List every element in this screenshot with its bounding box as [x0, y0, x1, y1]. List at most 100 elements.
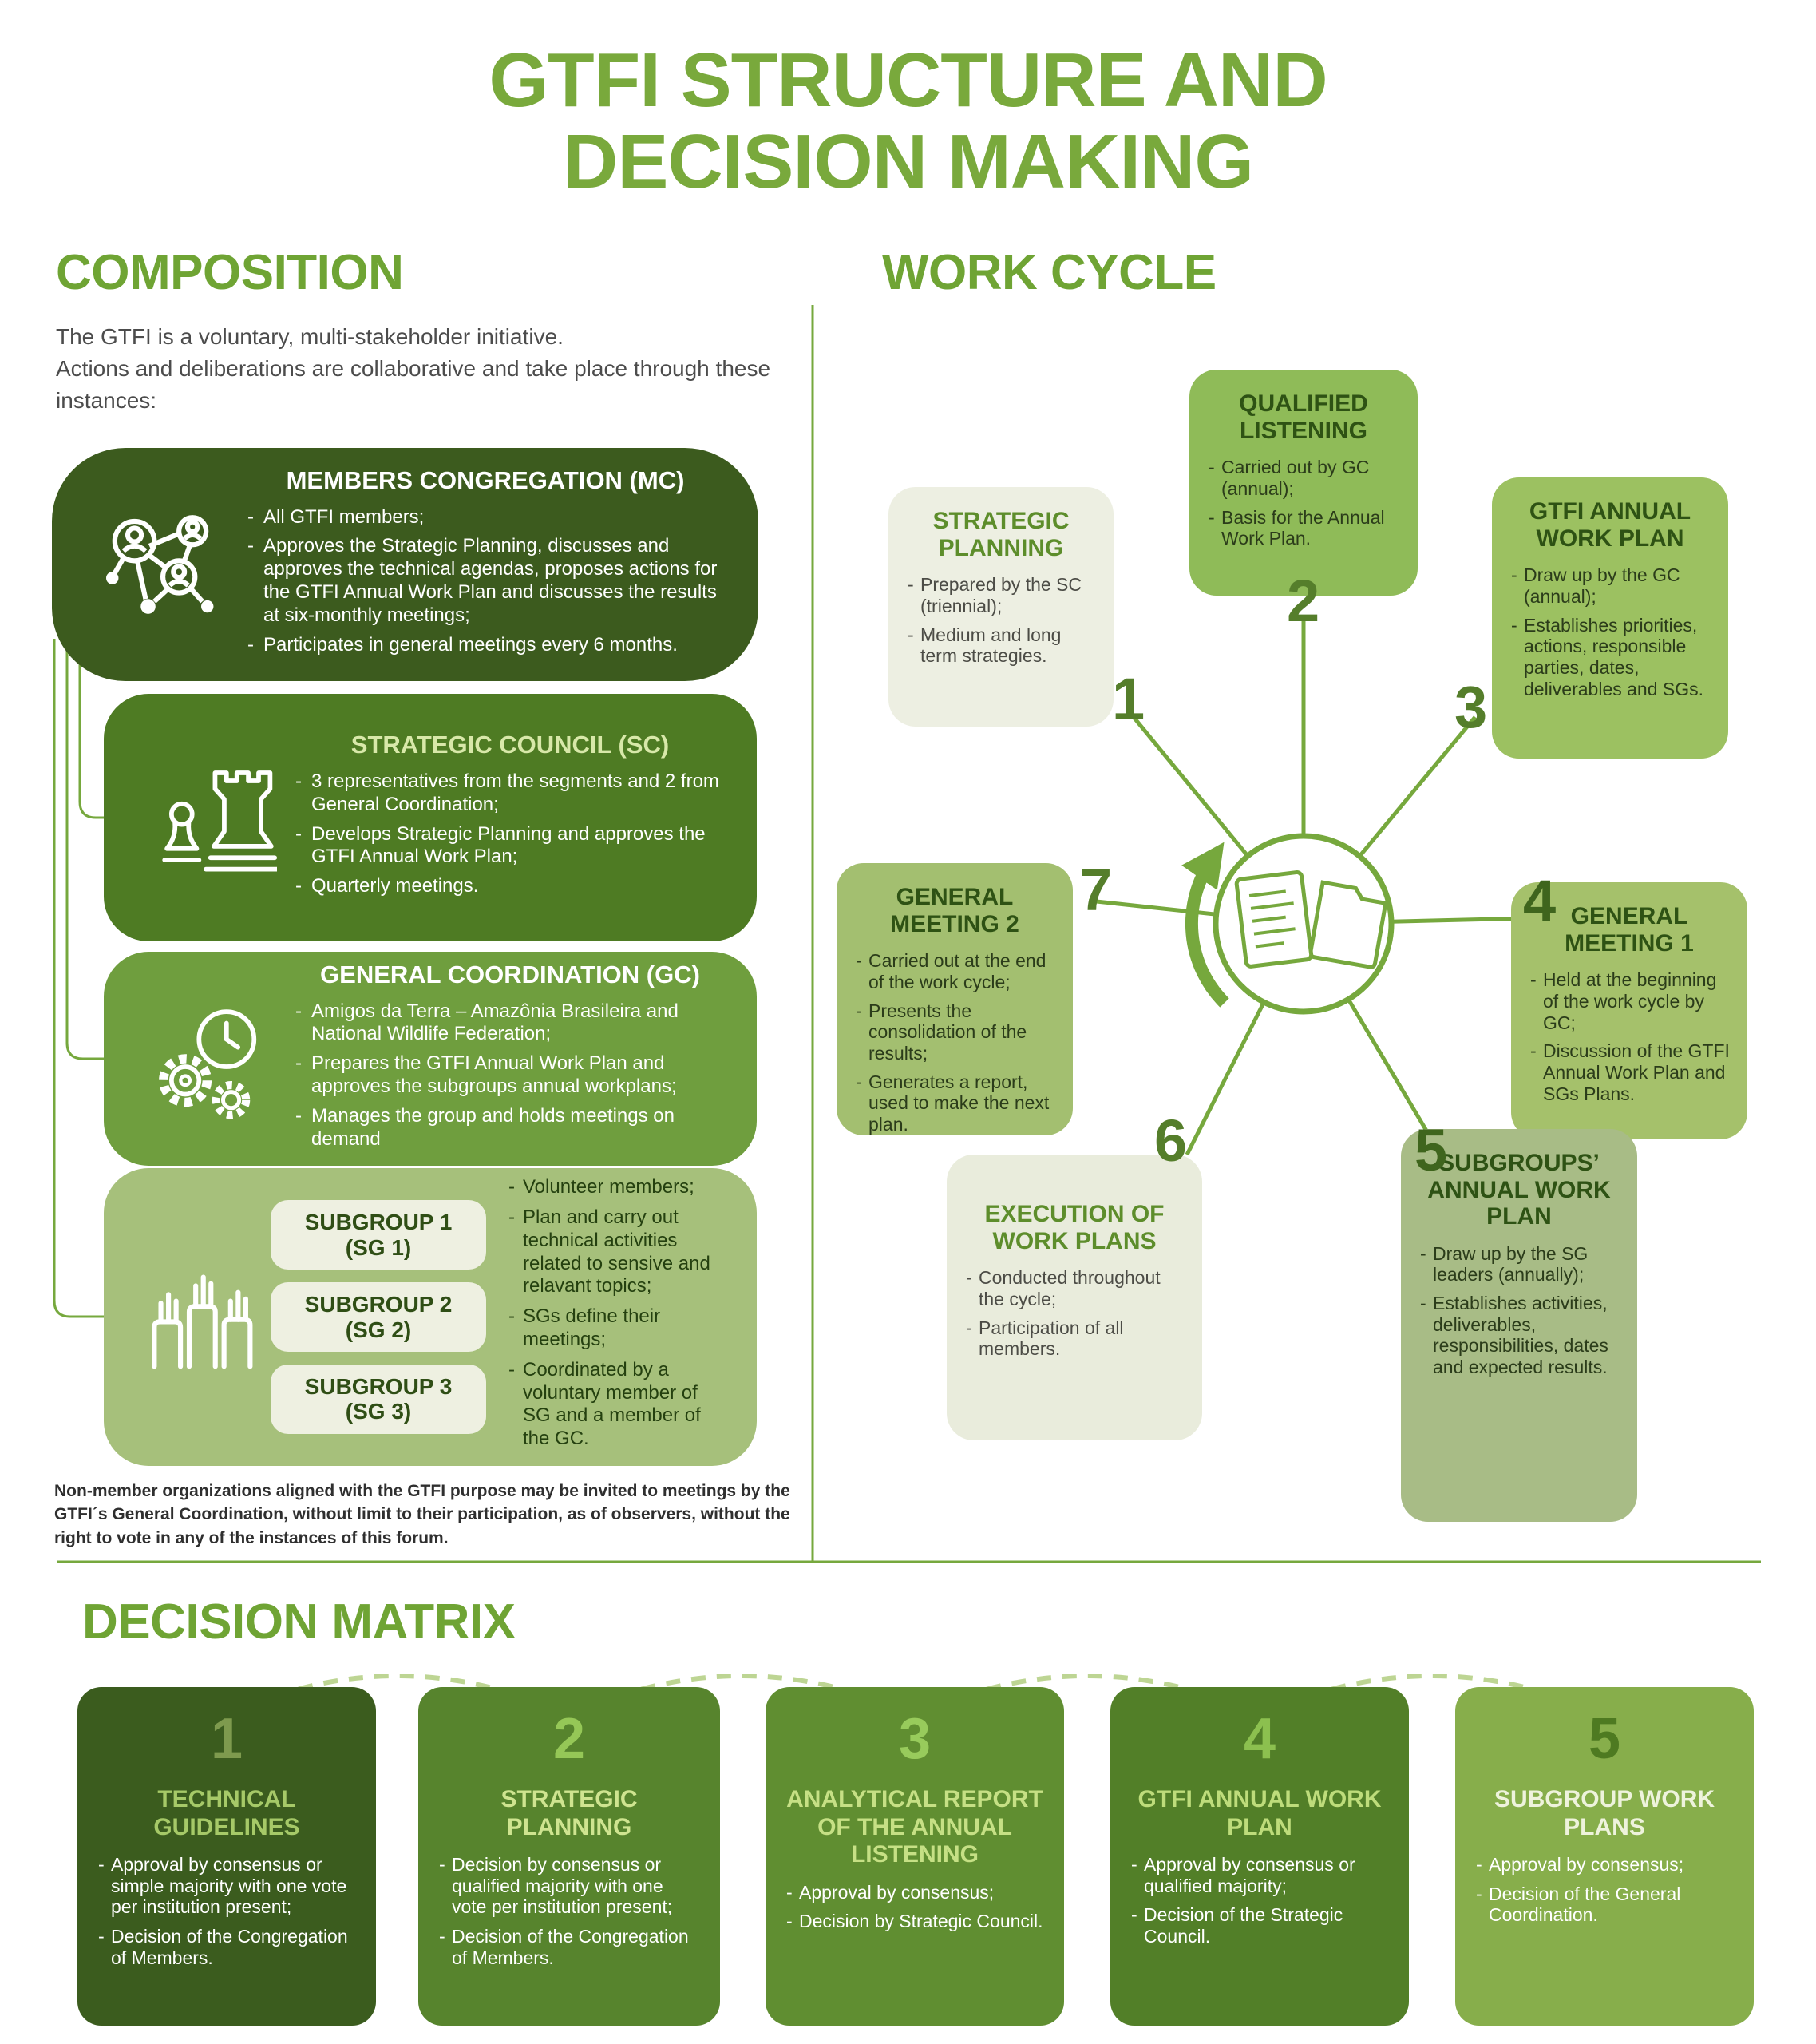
bullet-item: Generates a report, used to make the nex…: [854, 1072, 1055, 1135]
bullet-item: Draw up by the GC (annual);: [1509, 564, 1711, 607]
subgroups-bullets: Volunteer members; Plan and carry out te…: [508, 1176, 730, 1458]
card-number: 2: [552, 1707, 586, 1771]
step-title: GTFI ANNUAL WORK PLAN: [1529, 498, 1691, 552]
bullet-item: Carried out by GC (annual);: [1207, 457, 1400, 499]
decision-card-gtfi-annual-work-plan: 4 GTFI ANNUAL WORK PLAN Approval by cons…: [1110, 1687, 1409, 2026]
decision-matrix-heading: DECISION MATRIX: [82, 1594, 516, 1650]
general-coordination-title: GENERAL COORDINATION (GC): [320, 960, 700, 988]
network-people-icon: [74, 497, 246, 632]
gears-clock-icon: [134, 996, 294, 1122]
step-title: QUALIFIED LISTENING: [1239, 390, 1368, 444]
workcycle-step-general-meeting-1: GENERAL MEETING 1 Held at the beginning …: [1511, 882, 1747, 1139]
strategic-council-title: STRATEGIC COUNCIL (SC): [350, 731, 670, 759]
bullet-item: Carried out at the end of the work cycle…: [854, 950, 1055, 992]
composition-connectors: [53, 639, 107, 1318]
subgroup-pill-1-label: SUBGROUP 1: [304, 1210, 453, 1235]
members-congregation-title: MEMBERS CONGREGATION (MC): [286, 465, 685, 494]
step-title: GENERAL MEETING 2: [890, 884, 1019, 937]
subgroups-box: SUBGROUP 1 (SG 1) SUBGROUP 2 (SG 2) SUBG…: [104, 1168, 757, 1466]
bullet-item: Approval by consensus;: [1476, 1854, 1733, 1876]
step-bullets: Carried out by GC (annual); Basis for th…: [1207, 457, 1400, 549]
card-bullets: Approval by consensus; Decision by Strat…: [786, 1882, 1043, 1932]
bullet-item: Establishes activities, deliverables, re…: [1418, 1293, 1620, 1378]
bullet-item: Approval by consensus or simple majority…: [98, 1854, 355, 1918]
decision-card-analytical-report: 3 ANALYTICAL REPORT OF THE ANNUAL LISTEN…: [766, 1687, 1064, 2026]
page-title-line1: GTFI STRUCTURE AND: [489, 38, 1327, 123]
bullet-item: Decision by Strategic Council.: [786, 1911, 1043, 1932]
bullet-item: Plan and carry out technical activities …: [508, 1206, 730, 1298]
bullet-item: Participation of all members.: [964, 1317, 1185, 1360]
strategic-council-bullets: 3 representatives from the segments and …: [294, 770, 726, 898]
step-title: SUBGROUPS’ ANNUAL WORK PLAN: [1427, 1150, 1611, 1230]
step-bullets: Held at the beginning of the work cycle …: [1529, 969, 1730, 1104]
composition-intro: The GTFI is a voluntary, multi-stakehold…: [56, 321, 846, 416]
subgroup-pills: SUBGROUP 1 (SG 1) SUBGROUP 2 (SG 2) SUBG…: [271, 1200, 486, 1434]
workcycle-step-general-meeting-2: GENERAL MEETING 2 Carried out at the end…: [837, 863, 1073, 1135]
step-bullets: Draw up by the GC (annual); Establishes …: [1509, 564, 1711, 699]
bullet-item: Medium and long term strategies.: [906, 624, 1096, 667]
bullet-item: Decision of the Strategic Council.: [1131, 1904, 1388, 1947]
bullet-item: Approval by consensus;: [786, 1882, 1043, 1903]
step-bullets: Draw up by the SG leaders (annually); Es…: [1418, 1243, 1620, 1378]
strategic-council-box: STRATEGIC COUNCIL (SC) 3 representatives…: [104, 694, 757, 941]
members-congregation-box: MEMBERS CONGREGATION (MC) All GTFI membe…: [52, 448, 758, 681]
bullet-item: All GTFI members;: [246, 506, 725, 529]
subgroup-pill-1: SUBGROUP 1 (SG 1): [271, 1200, 486, 1270]
step-title: GENERAL MEETING 1: [1565, 903, 1694, 957]
general-coordination-bullets: Amigos da Terra – Amazônia Brasileira an…: [294, 1000, 726, 1151]
step-bullets: Carried out at the end of the work cycle…: [854, 950, 1055, 1135]
bullet-item: Develops Strategic Planning and approves…: [294, 823, 726, 869]
documents-folder-icon: [1234, 870, 1388, 969]
composition-heading: COMPOSITION: [56, 245, 404, 300]
subgroup-pill-2-label: SUBGROUP 2: [304, 1292, 453, 1317]
step-number-2: 2: [1287, 568, 1320, 634]
decision-card-subgroup-work-plans: 5 SUBGROUP WORK PLANS Approval by consen…: [1455, 1687, 1754, 2026]
bullet-item: SGs define their meetings;: [508, 1305, 730, 1352]
decision-card-technical-guidelines: 1 TECHNICAL GUIDELINES Approval by conse…: [77, 1687, 376, 2026]
bullet-item: Decision of the General Coordination.: [1476, 1884, 1733, 1926]
bullet-item: Conducted throughout the cycle;: [964, 1267, 1185, 1309]
step-number-1: 1: [1112, 666, 1145, 732]
raised-hands-icon: [131, 1258, 271, 1377]
card-title: GTFI ANNUAL WORK PLAN: [1137, 1786, 1382, 1840]
bullet-item: Approves the Strategic Planning, discuss…: [246, 535, 725, 627]
bullet-item: Prepared by the SC (triennial);: [906, 574, 1096, 616]
step-number-6: 6: [1154, 1107, 1188, 1174]
card-title: STRATEGIC PLANNING: [500, 1786, 638, 1840]
bullet-item: Coordinated by a voluntary member of SG …: [508, 1359, 730, 1451]
card-number: 1: [210, 1707, 243, 1771]
general-coordination-box: GENERAL COORDINATION (GC) Amigos da Terr…: [104, 952, 757, 1166]
card-bullets: Approval by consensus or qualified major…: [1131, 1854, 1388, 1947]
card-number: 4: [1243, 1707, 1276, 1771]
strategic-council-content: STRATEGIC COUNCIL (SC) 3 representatives…: [294, 731, 726, 905]
step-number-3: 3: [1454, 674, 1488, 740]
bullet-item: Participates in general meetings every 6…: [246, 634, 725, 657]
bullet-item: Decision by consensus or qualified major…: [439, 1854, 699, 1918]
bullet-item: Volunteer members;: [508, 1176, 730, 1199]
card-bullets: Decision by consensus or qualified major…: [439, 1854, 699, 1968]
subgroup-pill-2-sub: (SG 2): [345, 1317, 412, 1342]
card-number: 3: [898, 1707, 932, 1771]
bullet-item: Establishes priorities, actions, respons…: [1509, 615, 1711, 700]
card-title: ANALYTICAL REPORT OF THE ANNUAL LISTENIN…: [786, 1786, 1043, 1868]
page-title: GTFI STRUCTURE AND DECISION MAKING: [0, 40, 1816, 203]
card-bullets: Approval by consensus; Decision of the G…: [1476, 1854, 1733, 1926]
workcycle-step-strategic-planning: STRATEGIC PLANNING Prepared by the SC (t…: [888, 487, 1114, 727]
step-title: EXECUTION OF WORK PLANS: [984, 1201, 1165, 1254]
card-bullets: Approval by consensus or simple majority…: [98, 1854, 355, 1968]
general-coordination-content: GENERAL COORDINATION (GC) Amigos da Terr…: [294, 961, 726, 1158]
bullet-item: Draw up by the SG leaders (annually);: [1418, 1243, 1620, 1285]
work-cycle-heading: WORK CYCLE: [882, 245, 1217, 300]
bullet-item: Approval by consensus or qualified major…: [1131, 1854, 1388, 1896]
card-number: 5: [1588, 1707, 1621, 1771]
bullet-item: Decision of the Congregation of Members.: [439, 1926, 699, 1968]
bullet-item: 3 representatives from the segments and …: [294, 770, 726, 817]
chess-pieces-icon: [134, 755, 294, 881]
workcycle-step-qualified-listening: QUALIFIED LISTENING Carried out by GC (a…: [1189, 370, 1418, 596]
subgroup-pill-3-label: SUBGROUP 3: [304, 1373, 453, 1399]
bullet-item: Held at the beginning of the work cycle …: [1529, 969, 1730, 1033]
members-congregation-bullets: All GTFI members; Approves the Strategic…: [246, 506, 725, 657]
subgroup-pill-3-sub: (SG 3): [345, 1399, 412, 1424]
